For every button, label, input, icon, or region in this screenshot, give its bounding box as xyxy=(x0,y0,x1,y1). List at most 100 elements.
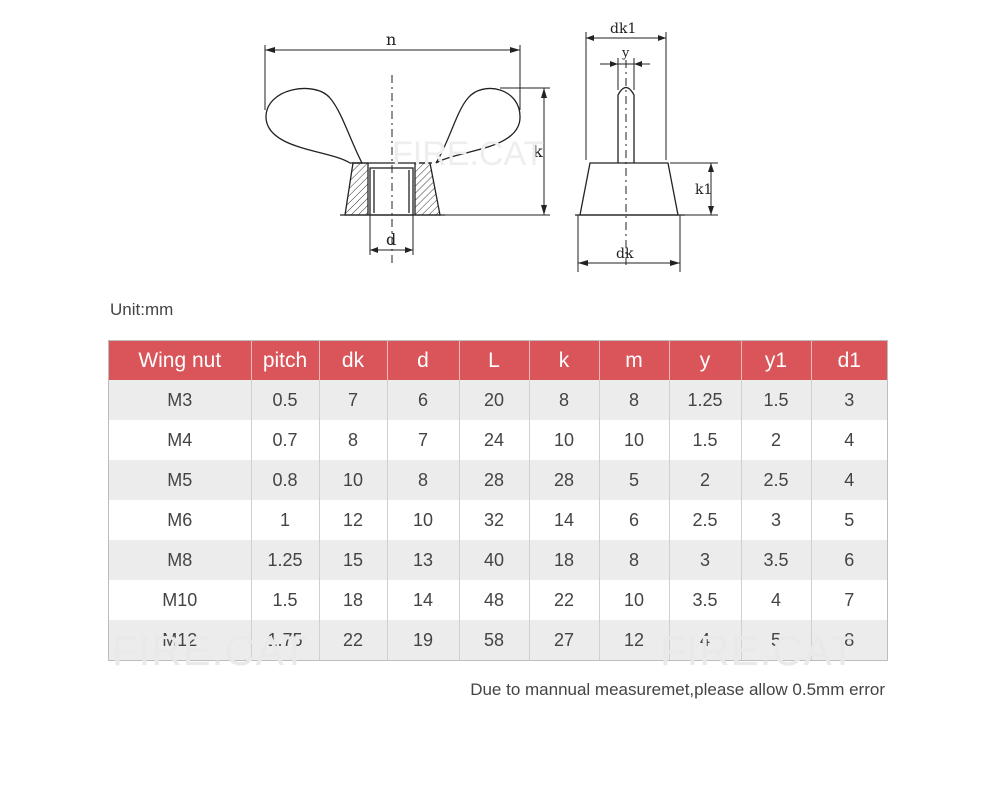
table-cell: 3.5 xyxy=(741,540,812,580)
table-cell: 28 xyxy=(459,460,530,500)
table-cell: 18 xyxy=(319,580,388,620)
table-cell: 22 xyxy=(529,580,600,620)
table-cell: 14 xyxy=(529,500,600,540)
table-cell: M5 xyxy=(109,460,252,500)
table-cell: 13 xyxy=(387,540,460,580)
col-header: d1 xyxy=(811,341,887,380)
table-cell: 20 xyxy=(459,380,530,420)
table-cell: 5 xyxy=(599,460,670,500)
drawing-watermark: FIRE.CAT xyxy=(392,135,544,173)
label-dk1: dk1 xyxy=(610,21,636,37)
table-cell: 1.5 xyxy=(741,380,812,420)
table-cell: 24 xyxy=(459,420,530,460)
table-cell: 3 xyxy=(811,380,887,420)
table-cell: 6 xyxy=(599,500,670,540)
table-cell: 12 xyxy=(319,500,388,540)
col-header: L xyxy=(459,341,530,380)
table-cell: 2 xyxy=(741,420,812,460)
table-cell: 12 xyxy=(599,620,670,660)
table-cell: M8 xyxy=(109,540,252,580)
table-header-row: Wing nut pitch dk d L k m y y1 d1 xyxy=(109,341,887,380)
left-wing-outline xyxy=(265,87,364,164)
table-cell: 0.8 xyxy=(251,460,320,500)
col-header: m xyxy=(599,341,670,380)
table-cell: M10 xyxy=(109,580,252,620)
table-cell: 2.5 xyxy=(741,460,812,500)
table-cell: 4 xyxy=(811,420,887,460)
table-cell: 8 xyxy=(319,420,388,460)
label-k: k xyxy=(533,142,543,161)
table-cell: 6 xyxy=(387,380,460,420)
table-cell: 10 xyxy=(387,500,460,540)
table-cell: 0.5 xyxy=(251,380,320,420)
table-cell: 5 xyxy=(741,620,812,660)
col-header: d xyxy=(387,341,460,380)
col-header: pitch xyxy=(251,341,320,380)
table-cell: 58 xyxy=(459,620,530,660)
table-cell: 15 xyxy=(319,540,388,580)
table-cell: 28 xyxy=(529,460,600,500)
label-d: d xyxy=(386,230,396,249)
table-cell: 10 xyxy=(319,460,388,500)
table-cell: 2 xyxy=(669,460,742,500)
table-cell: 1 xyxy=(251,500,320,540)
col-header: k xyxy=(529,341,600,380)
table-cell: 2.5 xyxy=(669,500,742,540)
table-cell: 6 xyxy=(811,540,887,580)
table-cell: 8 xyxy=(529,380,600,420)
label-y: y xyxy=(621,46,630,61)
table-cell: 1.25 xyxy=(251,540,320,580)
table-cell: 27 xyxy=(529,620,600,660)
table-cell: 32 xyxy=(459,500,530,540)
table-cell: 10 xyxy=(529,420,600,460)
wing-nut-technical-drawing: n k d dk1 y k1 dk FIRE.CAT xyxy=(264,21,718,272)
col-header: y1 xyxy=(741,341,812,380)
table-cell: 0.7 xyxy=(251,420,320,460)
col-header: dk xyxy=(319,341,388,380)
table-cell: 8 xyxy=(599,380,670,420)
table-cell: M4 xyxy=(109,420,252,460)
table-cell: 1.75 xyxy=(251,620,320,660)
table-cell: 19 xyxy=(387,620,460,660)
side-view-base xyxy=(579,162,679,216)
table-cell: 7 xyxy=(387,420,460,460)
table-cell: 1.5 xyxy=(251,580,320,620)
table-cell: 5 xyxy=(811,500,887,540)
table-cell: 18 xyxy=(529,540,600,580)
table-cell: 8 xyxy=(387,460,460,500)
label-dk: dk xyxy=(616,246,634,262)
table-cell: 22 xyxy=(319,620,388,660)
table-cell: 8 xyxy=(599,540,670,580)
table-cell: 4 xyxy=(811,460,887,500)
table-cell: 3.5 xyxy=(669,580,742,620)
side-view-wing xyxy=(617,86,635,163)
table-cell: 10 xyxy=(599,580,670,620)
table-cell: M3 xyxy=(109,380,252,420)
table-cell: 40 xyxy=(459,540,530,580)
unit-label: Unit:mm xyxy=(110,300,174,319)
table-cell: 10 xyxy=(599,420,670,460)
table-cell: 7 xyxy=(811,580,887,620)
table-cell: 48 xyxy=(459,580,530,620)
measurement-note: Due to mannual measuremet,please allow 0… xyxy=(470,680,885,699)
table-cell: 1.5 xyxy=(669,420,742,460)
col-header: Wing nut xyxy=(109,341,252,380)
table-cell: 3 xyxy=(669,540,742,580)
table-cell: 4 xyxy=(669,620,742,660)
table-cell: 8 xyxy=(811,620,887,660)
nut-body-left xyxy=(344,162,369,216)
table-cell: 7 xyxy=(319,380,388,420)
table-cell: M12 xyxy=(109,620,252,660)
right-wing-outline xyxy=(435,87,521,164)
table-cell: 4 xyxy=(741,580,812,620)
col-header: y xyxy=(669,341,742,380)
label-k1: k1 xyxy=(695,182,712,198)
